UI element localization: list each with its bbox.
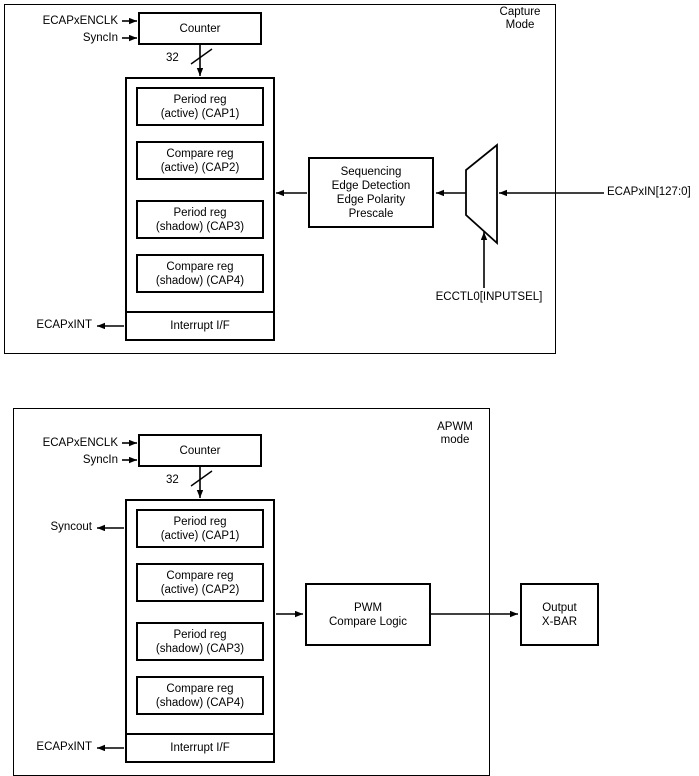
interrupt-if-label-apwm: Interrupt I/F xyxy=(170,742,230,754)
edge-logic-block-capture xyxy=(308,157,434,228)
register-box-cap3-capture xyxy=(136,200,264,239)
syncin-label-capture: SyncIn xyxy=(82,32,118,44)
ecapxint-label-apwm: ECAPxINT xyxy=(36,741,92,753)
register-label-cap3-capture: Period reg (shadow) (CAP3) xyxy=(155,206,245,233)
register-label-cap3-apwm: Period reg (shadow) (CAP3) xyxy=(155,628,245,655)
register-box-cap1-apwm xyxy=(136,509,264,548)
ecapxint-label-capture: ECAPxINT xyxy=(36,319,92,331)
counter-block-apwm xyxy=(138,434,262,467)
register-label-cap2-capture: Compare reg (active) (CAP2) xyxy=(160,147,240,174)
register-label-cap4-apwm: Compare reg (shadow) (CAP4) xyxy=(155,682,245,709)
register-box-cap2-apwm xyxy=(136,563,264,602)
capture-mode-boundary xyxy=(4,4,556,354)
interrupt-if-label-capture: Interrupt I/F xyxy=(170,320,230,332)
counter-label-apwm: Counter xyxy=(179,444,221,457)
counter-block-capture xyxy=(138,12,262,45)
output-xbar-label: Output X-BAR xyxy=(541,601,578,628)
ecapxenclk-label-apwm: ECAPxENCLK xyxy=(42,437,118,449)
edge-logic-label-capture: Sequencing Edge Detection Edge Polarity … xyxy=(331,165,411,220)
register-label-cap4-capture: Compare reg (shadow) (CAP4) xyxy=(155,260,245,287)
apwm-mode-label: APWM mode xyxy=(437,421,473,446)
syncout-label-apwm: Syncout xyxy=(50,521,92,533)
interrupt-if-block-capture xyxy=(125,311,275,341)
capture-mode-label: Capture Mode xyxy=(499,6,541,31)
ecctl0-inputsel-label-capture: ECCTL0[INPUTSEL] xyxy=(435,291,543,303)
output-xbar-block xyxy=(520,583,599,646)
register-box-cap4-apwm xyxy=(136,676,264,715)
counter-label-capture: Counter xyxy=(179,22,221,35)
register-box-cap2-capture xyxy=(136,141,264,180)
pwm-compare-logic-block xyxy=(305,583,431,646)
register-label-cap2-apwm: Compare reg (active) (CAP2) xyxy=(160,569,240,596)
ecapxin-label-capture: ECAPxIN[127:0] xyxy=(607,186,691,198)
pwm-compare-logic-label: PWM Compare Logic xyxy=(329,601,407,628)
syncin-label-apwm: SyncIn xyxy=(82,454,118,466)
register-label-cap1-capture: Period reg (active) (CAP1) xyxy=(160,93,240,120)
register-box-cap1-capture xyxy=(136,87,264,126)
ecapxenclk-label-capture: ECAPxENCLK xyxy=(42,15,118,27)
bus-width-label-capture: 32 xyxy=(166,52,179,64)
bus-width-label-apwm: 32 xyxy=(166,474,179,486)
register-box-cap4-capture xyxy=(136,254,264,293)
interrupt-if-block-apwm xyxy=(125,733,275,763)
register-box-cap3-apwm xyxy=(136,622,264,661)
register-label-cap1-apwm: Period reg (active) (CAP1) xyxy=(160,515,240,542)
